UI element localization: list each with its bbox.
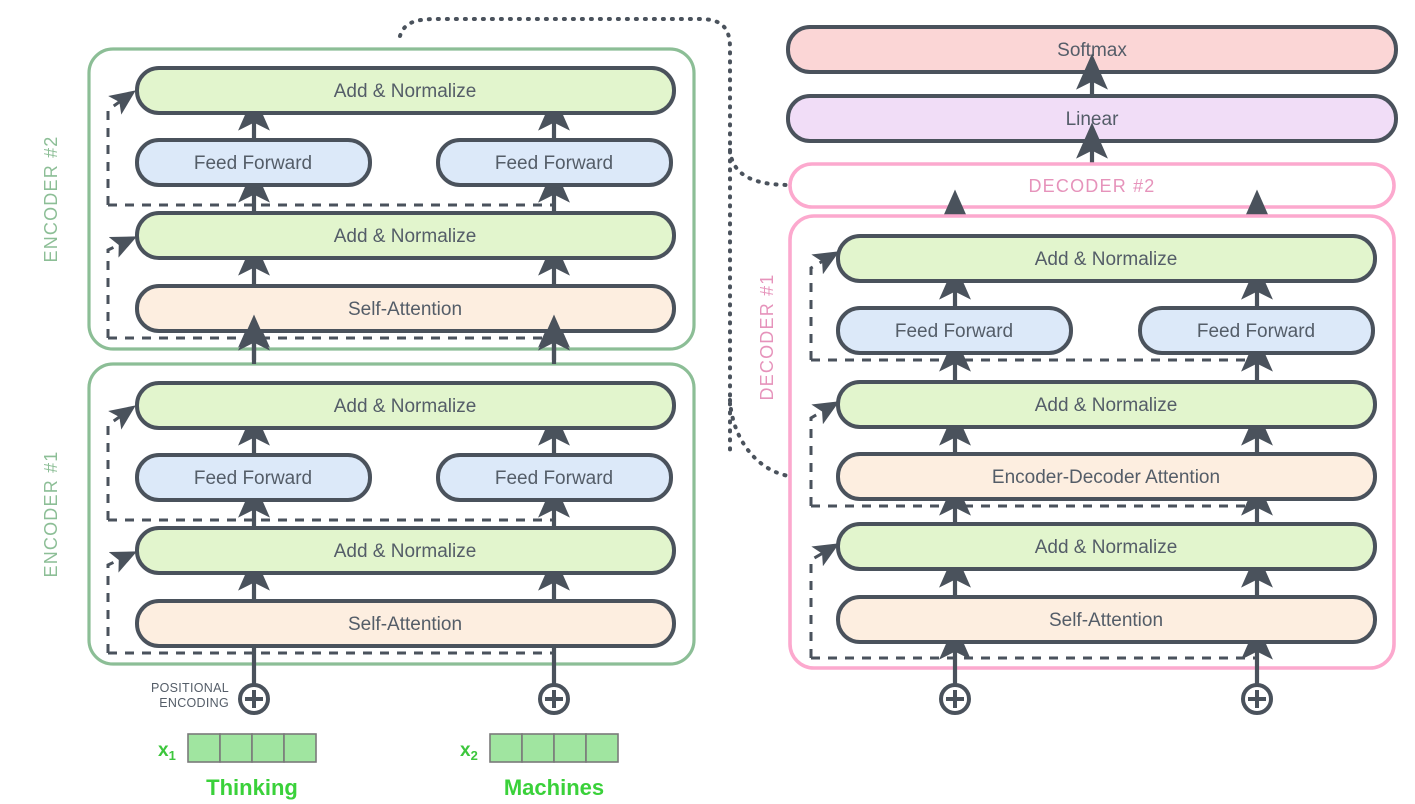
encoder-1-label: ENCODER #1: [41, 450, 61, 577]
plus-icon-decoder-right: [1241, 683, 1273, 715]
embedding-vector-x1: [187, 733, 317, 763]
plus-icon-encoder-left: [238, 683, 270, 715]
decoder-1-feedforward-left[interactable]: [836, 306, 1073, 355]
decoder-1-addnorm-bottom-label: Add & Normalize: [1035, 537, 1178, 558]
decoder-1-addnorm-bottom[interactable]: [836, 522, 1377, 571]
decoder-1-feedforward-right-label: Feed Forward: [1197, 321, 1315, 342]
input-word-2: Machines: [504, 775, 604, 800]
encoder-2-residual-upper: [106, 90, 136, 205]
encoder-2-label: ENCODER #2: [41, 135, 61, 262]
encoder-2-feedforward-right[interactable]: [436, 138, 673, 187]
decoder-1-residual-ff: [809, 251, 840, 360]
embedding-vector-x2: [489, 733, 619, 763]
input-word-1: Thinking: [206, 775, 298, 800]
encoder-2-addnorm-top-label: Add & Normalize: [334, 81, 477, 102]
encoder-to-decoder-connector: [398, 17, 732, 457]
encoder-2-residual-lower: [106, 236, 137, 338]
encoder-1-residual-lower: [106, 551, 137, 653]
decoder-1-addnorm-middle[interactable]: [836, 380, 1377, 429]
encoder-1-self-attention[interactable]: [135, 599, 676, 648]
encoder-2-self-attention-label: Self-Attention: [348, 299, 462, 320]
softmax-label: Softmax: [1057, 40, 1127, 61]
encoder-2-feedforward-right-label: Feed Forward: [495, 153, 613, 174]
decoder-1-encoder-decoder-attention-label: Encoder-Decoder Attention: [992, 467, 1220, 488]
decoder-1-addnorm-top-label: Add & Normalize: [1035, 249, 1178, 270]
encoder-2-feedforward-left[interactable]: [135, 138, 372, 187]
decoder-1-residual-encdec: [809, 401, 840, 506]
encoder-1-feedforward-left-label: Feed Forward: [194, 468, 312, 489]
encoder-2-addnorm-top[interactable]: [135, 66, 676, 115]
decoder-2-label: DECODER #2: [1028, 176, 1155, 196]
encoder-1-residual-upper: [106, 405, 136, 520]
encoder-1-addnorm-top-label: Add & Normalize: [334, 396, 477, 417]
positional-encoding-label-line2: ENCODING: [159, 696, 229, 710]
encoder-1-self-attention-label: Self-Attention: [348, 614, 462, 635]
decoder-1-encoder-decoder-attention[interactable]: [836, 452, 1377, 501]
encoder-1-feedforward-right-label: Feed Forward: [495, 468, 613, 489]
linear-label: Linear: [1066, 109, 1119, 130]
plus-icon-encoder-right: [538, 683, 570, 715]
encoder-2-addnorm-bottom[interactable]: [135, 211, 676, 260]
encoder-1-addnorm-bottom[interactable]: [135, 526, 676, 575]
decoder-1-feedforward-right[interactable]: [1138, 306, 1375, 355]
decoder-1-addnorm-middle-label: Add & Normalize: [1035, 395, 1178, 416]
encoder-1-addnorm-top[interactable]: [135, 381, 676, 430]
encoder-2-addnorm-bottom-label: Add & Normalize: [334, 226, 477, 247]
positional-encoding-label-line1: POSITIONAL: [151, 681, 229, 695]
encoder-1-feedforward-left[interactable]: [135, 453, 372, 502]
decoder-1-label: DECODER #1: [757, 273, 777, 400]
decoder-1-self-attention-label: Self-Attention: [1049, 610, 1163, 631]
embedding-label-x1: x1: [158, 740, 176, 763]
decoder-1-addnorm-top[interactable]: [836, 234, 1377, 283]
decoder-1-self-attention[interactable]: [836, 595, 1377, 644]
decoder-1-feedforward-left-label: Feed Forward: [895, 321, 1013, 342]
plus-icon-decoder-left: [939, 683, 971, 715]
embedding-label-x2: x2: [460, 740, 478, 763]
encoder-1-feedforward-right[interactable]: [436, 453, 673, 502]
encoder-1-addnorm-bottom-label: Add & Normalize: [334, 541, 477, 562]
connector-branch-to-decoder2: [728, 148, 844, 199]
encoder-2-feedforward-left-label: Feed Forward: [194, 153, 312, 174]
